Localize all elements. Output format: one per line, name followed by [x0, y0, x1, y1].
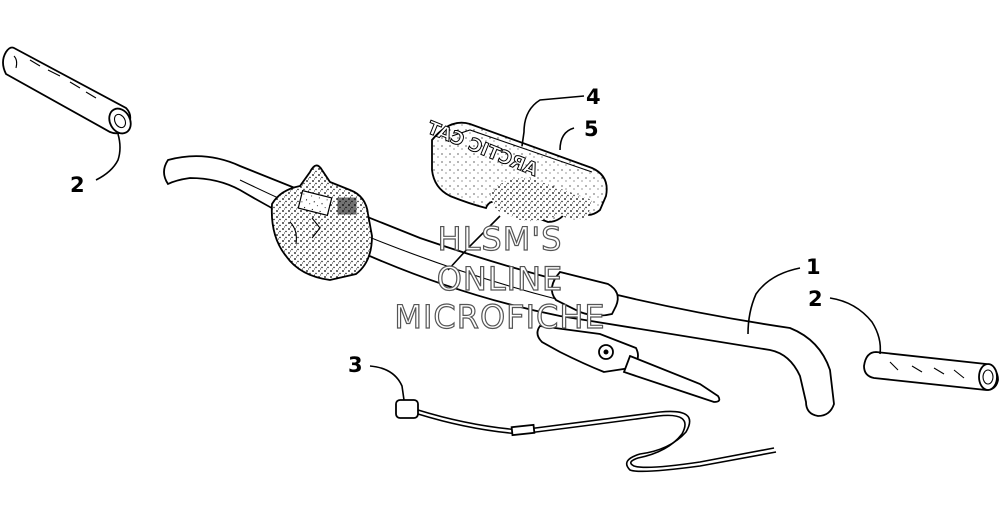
watermark-line-1: HLSM'S: [438, 220, 563, 258]
callout-3: 3: [348, 353, 363, 377]
brake-lever-assembly: [536, 270, 721, 403]
tether-switch-and-cord: [395, 399, 777, 473]
callout-4: 4: [586, 85, 601, 109]
leader-4: [521, 95, 585, 147]
watermark-line-3: MICROFICHE: [394, 298, 605, 336]
right-grip: [863, 351, 999, 391]
callout-2-left: 2: [70, 173, 85, 197]
left-grip: [2, 46, 132, 135]
watermark-line-2: ONLINE: [437, 260, 564, 298]
leader-1: [747, 267, 801, 335]
callout-2-right: 2: [808, 287, 823, 311]
callout-1: 1: [806, 255, 821, 279]
watermark: HLSM'S ONLINE MICROFICHE: [394, 219, 605, 336]
leader-2-right: [829, 297, 882, 355]
leader-3: [369, 365, 405, 401]
handlebar-pad: ARCTIC CAT: [423, 117, 608, 223]
leader-2-left: [95, 133, 121, 181]
callout-5: 5: [584, 117, 599, 141]
leader-5: [559, 127, 575, 151]
left-switch-housing: [270, 164, 373, 281]
leader-pad-to-bar: [447, 215, 501, 271]
leader-lines: [95, 95, 882, 401]
